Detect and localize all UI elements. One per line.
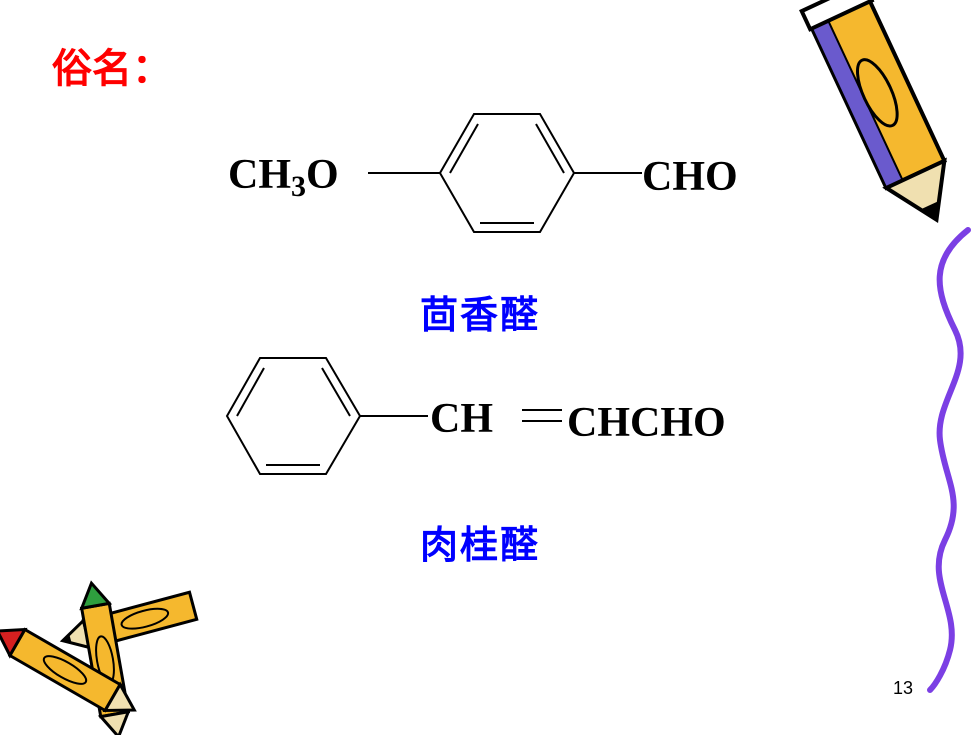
cinnamaldehyde-name: 肉桂醛 bbox=[420, 523, 541, 567]
crossed-pencils-icon bbox=[0, 580, 199, 735]
anisaldehyde-name: 茴香醛 bbox=[420, 293, 541, 337]
aldehyde-group-label: CHO bbox=[642, 154, 738, 200]
pencil-icon bbox=[799, 0, 948, 224]
slide-heading: 俗名： bbox=[52, 46, 172, 92]
cinnamaldehyde-ring bbox=[225, 357, 562, 475]
wavy-decor-line bbox=[927, 227, 971, 693]
page-number: 13 bbox=[893, 678, 914, 698]
ch-group-label: CH bbox=[430, 396, 493, 442]
anisaldehyde-ring bbox=[368, 113, 642, 233]
methoxy-group-label: CH3O bbox=[228, 152, 339, 203]
chcho-group-label: CHCHO bbox=[567, 400, 726, 446]
